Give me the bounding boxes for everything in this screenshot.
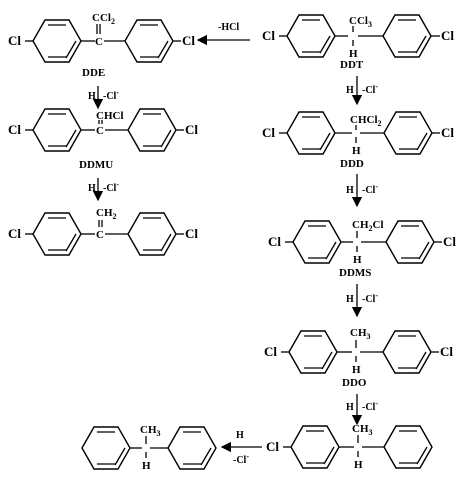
arrow-hydrogen: H — [346, 185, 354, 196]
chlorine-atom: Cl — [8, 33, 21, 48]
hydrogen-atom: H — [352, 364, 361, 376]
benzene-ring — [167, 426, 217, 470]
arrow-ddmu-to-ddnu: H -Cl- — [88, 178, 119, 202]
hydrogen-atom: H — [352, 145, 361, 157]
chcl-group: CHCl — [96, 110, 124, 122]
hydrogen-atom: H — [353, 254, 362, 266]
benzene-ring — [32, 212, 82, 256]
benzene-ring — [127, 108, 177, 152]
arrow-label: -Cl- — [233, 452, 249, 466]
ch2cl-group: CH2Cl — [352, 219, 384, 233]
compound-ddt: Cl CCl3 H Cl DDT — [262, 14, 454, 71]
benzene-ring — [124, 19, 174, 63]
ch2-group: CH2 — [96, 207, 117, 221]
compound-ddmu: Cl CHCl C Cl DDMU — [8, 108, 198, 171]
compound-ddnu: Cl CH2 C Cl — [8, 207, 198, 256]
ddd-label: DDD — [340, 158, 364, 170]
chlorine-atom: Cl — [440, 344, 453, 359]
arrow-ddms-to-ddo: H -Cl- — [346, 284, 378, 318]
chlorine-atom: Cl — [443, 234, 456, 249]
benzene-ring — [288, 330, 338, 374]
benzene-ring — [286, 111, 336, 155]
benzene-ring — [290, 425, 340, 469]
arrow-hydrogen: H — [346, 402, 354, 413]
benzene-ring — [385, 220, 435, 264]
chlorine-atom: Cl — [264, 344, 277, 359]
benzene-ring — [32, 108, 82, 152]
hydrogen-atom: H — [349, 48, 358, 60]
compound-ddms: Cl CH2Cl H Cl DDMS — [268, 219, 456, 279]
ddo-label: DDO — [342, 377, 367, 389]
benzene-ring — [382, 14, 432, 58]
hydrogen-atom: H — [142, 460, 151, 472]
arrow-label: -Cl- — [362, 82, 378, 96]
arrow-label: -Cl- — [103, 180, 119, 194]
carbon-atom: C — [95, 36, 103, 48]
ddt-label: DDT — [340, 59, 364, 71]
benzene-ring — [127, 212, 177, 256]
arrow-hydrogen: H — [346, 294, 354, 305]
compound-ddo: Cl CH3 H Cl DDO — [264, 327, 453, 389]
benzene-ring — [382, 330, 432, 374]
arrow-hydrogen: H — [236, 430, 244, 441]
chlorine-atom: Cl — [266, 439, 279, 454]
arrow-dde-to-ddmu: H -Cl- — [88, 86, 119, 110]
compound-dpe: CH3 H — [81, 424, 217, 472]
arrow-label: -Cl- — [362, 182, 378, 196]
compound-ddns: Cl CH3 H — [266, 423, 433, 471]
arrow-label: -Cl- — [362, 291, 378, 305]
chlorine-atom: Cl — [182, 33, 195, 48]
ccl3-group: CCl3 — [349, 15, 372, 29]
chlorine-atom: Cl — [262, 125, 275, 140]
chlorine-atom: Cl — [8, 226, 21, 241]
chlorine-atom: Cl — [8, 122, 21, 137]
arrow-ddo-to-ddns: H -Cl- — [346, 394, 378, 426]
arrow-ddt-to-ddd: H -Cl- — [346, 76, 378, 106]
chcl2-group: CHCl2 — [350, 114, 382, 128]
benzene-ring — [383, 111, 433, 155]
arrow-ddd-to-ddms: H -Cl- — [346, 174, 378, 208]
carbon-atom: C — [96, 229, 104, 241]
ch3-group: CH3 — [352, 423, 373, 437]
arrow-ddt-to-dde: -HCl — [196, 22, 250, 46]
benzene-ring — [383, 425, 433, 469]
ddms-label: DDMS — [339, 267, 371, 279]
benzene-ring — [32, 19, 82, 63]
compound-dde: Cl CCl2 C Cl DDE — [8, 12, 195, 79]
dde-label: DDE — [82, 67, 105, 79]
compound-ddd: Cl CHCl2 H Cl DDD — [262, 111, 454, 170]
hydrogen-atom: H — [354, 459, 363, 471]
arrow-ddns-to-dpe: H -Cl- — [220, 430, 262, 466]
ch3-group: CH3 — [350, 327, 371, 341]
arrow-hydrogen: H — [346, 85, 354, 96]
benzene-ring — [81, 426, 131, 470]
chlorine-atom: Cl — [185, 226, 198, 241]
chlorine-atom: Cl — [262, 28, 275, 43]
chlorine-atom: Cl — [441, 125, 454, 140]
ccl2-group: CCl2 — [92, 12, 115, 26]
benzene-ring — [286, 14, 336, 58]
arrow-label: -HCl — [218, 22, 239, 33]
ddmu-label: DDMU — [79, 159, 113, 171]
arrow-label: -Cl- — [103, 88, 119, 102]
arrow-label: -Cl- — [362, 399, 378, 413]
ch3-group: CH3 — [140, 424, 161, 438]
benzene-ring — [292, 220, 342, 264]
arrow-hydrogen: H — [88, 91, 96, 102]
carbon-atom: C — [96, 125, 104, 137]
arrow-hydrogen: H — [88, 183, 96, 194]
chlorine-atom: Cl — [441, 28, 454, 43]
chlorine-atom: Cl — [185, 122, 198, 137]
chlorine-atom: Cl — [268, 234, 281, 249]
